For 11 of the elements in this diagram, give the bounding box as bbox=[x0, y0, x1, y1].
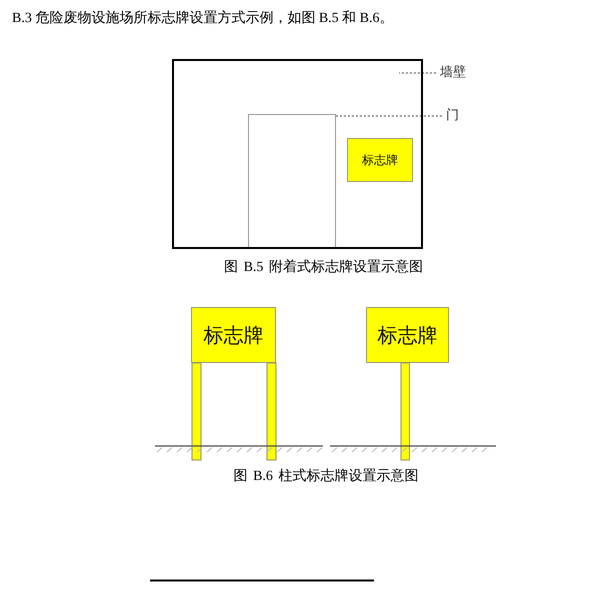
sign-board: 标志牌 bbox=[347, 138, 413, 182]
paragraph: B.3 危险废物设施场所标志牌设置方式示例，如图 B.5 和 B.6。 bbox=[12, 10, 394, 28]
door-outline bbox=[248, 114, 336, 247]
callout-label: 墙壁 bbox=[440, 65, 466, 81]
figure-caption: 图 B.6 柱式标志牌设置示意图 bbox=[234, 468, 418, 486]
wall-outline bbox=[172, 59, 423, 249]
sign-board: 标志牌 bbox=[191, 307, 276, 363]
leader-line bbox=[398, 72, 436, 74]
sign-board: 标志牌 bbox=[366, 307, 449, 363]
callout-label: 门 bbox=[446, 108, 459, 124]
figure-caption: 图 B.5 附着式标志牌设置示意图 bbox=[224, 259, 423, 277]
